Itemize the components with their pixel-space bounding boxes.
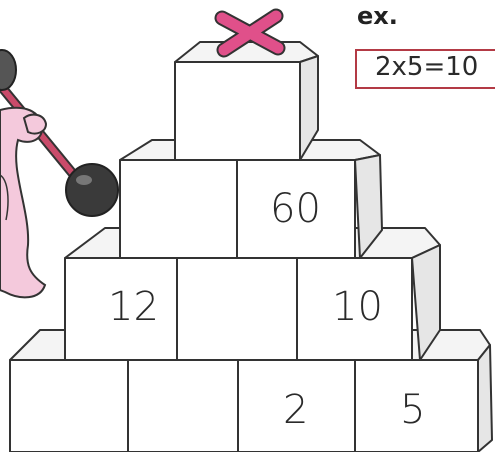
multiplication-x-icon xyxy=(214,8,286,58)
block-r4-4-value: 5 xyxy=(400,387,426,433)
block-r4-3-value: 2 xyxy=(283,387,309,433)
block-r2-1 xyxy=(119,159,238,259)
block-r3-3-value: 10 xyxy=(332,284,383,330)
example-equation: 2x5=10 xyxy=(375,52,479,82)
hammer-figure-icon xyxy=(0,49,119,299)
example-box: 2x5=10 xyxy=(355,49,495,89)
block-r2-2-value: 60 xyxy=(270,186,321,232)
example-label: ex. xyxy=(357,2,398,30)
block-r3-1-value: 12 xyxy=(108,284,159,330)
block-r2-2 xyxy=(236,159,356,259)
